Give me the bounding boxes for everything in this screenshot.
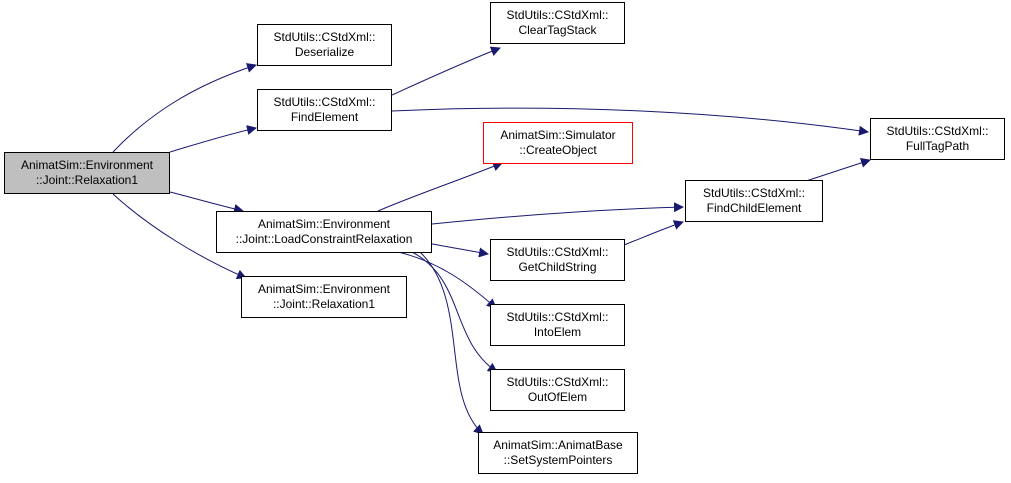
node-label-line1: StdUtils::CStdXml:: (702, 186, 806, 200)
node-deserialize[interactable]: StdUtils::CStdXml:: Deserialize (257, 24, 392, 66)
edge-root-relaxation1 (112, 193, 247, 279)
node-label-line1: AnimatSim::Environment (257, 217, 391, 231)
node-label-line1: AnimatSim::Environment (20, 158, 154, 172)
edge-root-deserialize (112, 63, 257, 153)
edge-loadconstraint-createobject (377, 161, 503, 212)
node-set-system-pointers[interactable]: AnimatSim::AnimatBase ::SetSystemPointer… (478, 432, 638, 474)
edge-loadconstraint-findchildelement (431, 202, 684, 225)
edge-loadconstraint-setsystempointers (419, 251, 484, 435)
node-find-element[interactable]: StdUtils::CStdXml:: FindElement (257, 89, 392, 131)
node-label-line1: StdUtils::CStdXml:: (886, 124, 989, 138)
node-label-line2: FullTagPath (905, 139, 970, 153)
edge-root-findelement (169, 125, 257, 153)
node-load-constraint-relaxation[interactable]: AnimatSim::Environment ::Joint::LoadCons… (216, 211, 432, 253)
node-label-line2: ::SetSystemPointers (503, 453, 613, 467)
node-find-child-element[interactable]: StdUtils::CStdXml:: FindChildElement (685, 180, 823, 222)
node-into-elem[interactable]: StdUtils::CStdXml:: IntoElem (490, 304, 625, 346)
node-label-line2: IntoElem (533, 325, 582, 339)
edge-findelement-cleartagstack (391, 46, 501, 96)
node-label-line2: GetChildString (518, 260, 597, 274)
node-full-tag-path[interactable]: StdUtils::CStdXml:: FullTagPath (870, 118, 1005, 160)
node-label-line1: StdUtils::CStdXml:: (506, 375, 609, 389)
node-root-joint-relaxation1[interactable]: AnimatSim::Environment ::Joint::Relaxati… (4, 152, 170, 194)
node-label-line1: AnimatSim::Environment (257, 282, 391, 296)
node-label-line2: ::Joint::LoadConstraintRelaxation (235, 232, 413, 246)
node-label-line2: ::CreateObject (519, 143, 597, 157)
node-label-line2: OutOfElem (527, 390, 588, 404)
node-label-line1: StdUtils::CStdXml:: (506, 310, 609, 324)
edge-loadconstraint-intoelem (397, 251, 497, 309)
node-label-line1: AnimatSim::Simulator (500, 128, 616, 142)
node-clear-tag-stack[interactable]: StdUtils::CStdXml:: ClearTagStack (490, 2, 625, 44)
node-out-of-elem[interactable]: StdUtils::CStdXml:: OutOfElem (490, 369, 625, 411)
edge-getchildstring-findchildelement (623, 220, 684, 246)
node-label-line2: FindChildElement (706, 201, 802, 215)
node-label-line1: StdUtils::CStdXml:: (506, 245, 609, 259)
edge-loadconstraint-getchildstring (431, 243, 489, 258)
node-label-line2: FindElement (290, 110, 359, 124)
node-label-line1: StdUtils::CStdXml:: (273, 30, 376, 44)
edge-findelement-fulltagpath (391, 107, 869, 136)
node-relaxation1[interactable]: AnimatSim::Environment ::Joint::Relaxati… (241, 276, 407, 318)
node-label-line1: AnimatSim::AnimatBase (493, 438, 623, 452)
node-create-object[interactable]: AnimatSim::Simulator ::CreateObject (483, 122, 633, 164)
edge-loadconstraint-outofelem (411, 251, 498, 373)
node-label-line2: ClearTagStack (518, 23, 597, 37)
edge-root-loadconstraint (169, 191, 244, 214)
node-label-line2: Deserialize (294, 45, 355, 59)
node-label-line1: StdUtils::CStdXml:: (273, 95, 376, 109)
node-label-line2: ::Joint::Relaxation1 (272, 297, 376, 311)
node-get-child-string[interactable]: StdUtils::CStdXml:: GetChildString (490, 239, 625, 281)
node-label-line2: ::Joint::Relaxation1 (35, 173, 139, 187)
node-label-line1: StdUtils::CStdXml:: (506, 8, 609, 22)
